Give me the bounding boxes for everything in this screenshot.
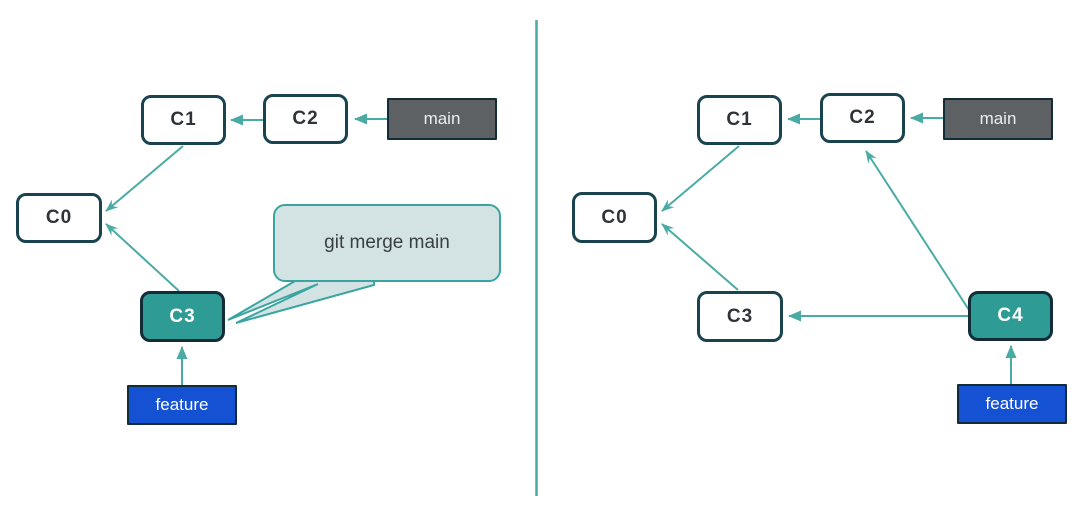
left-commit-c3: C3 (140, 291, 225, 342)
left-commit-c1: C1 (141, 95, 226, 145)
right-edge-c3-to-c0 (661, 223, 739, 291)
callout-tail (227, 276, 375, 324)
left-commit-c2: C2 (263, 94, 348, 144)
right-commit-c2: C2 (820, 93, 905, 143)
left-commit-c0: C0 (16, 193, 102, 243)
right-commit-c1: C1 (697, 95, 782, 145)
right-branch-label-main: main (943, 98, 1053, 140)
right-commit-c0: C0 (572, 192, 657, 243)
right-edge-c1-to-c0 (661, 145, 740, 212)
left-branch-label-main: main (387, 98, 497, 140)
left-edge-c3-to-c0 (105, 223, 180, 292)
right-commit-c3: C3 (697, 291, 783, 342)
left-edge-c1-to-c0 (105, 145, 184, 212)
git-merge-callout: git merge main (273, 204, 501, 282)
left-branch-label-feature: feature (127, 385, 237, 425)
right-edge-c4-to-c2 (865, 150, 970, 311)
right-commit-c4: C4 (968, 291, 1053, 341)
right-branch-label-feature: feature (957, 384, 1067, 424)
